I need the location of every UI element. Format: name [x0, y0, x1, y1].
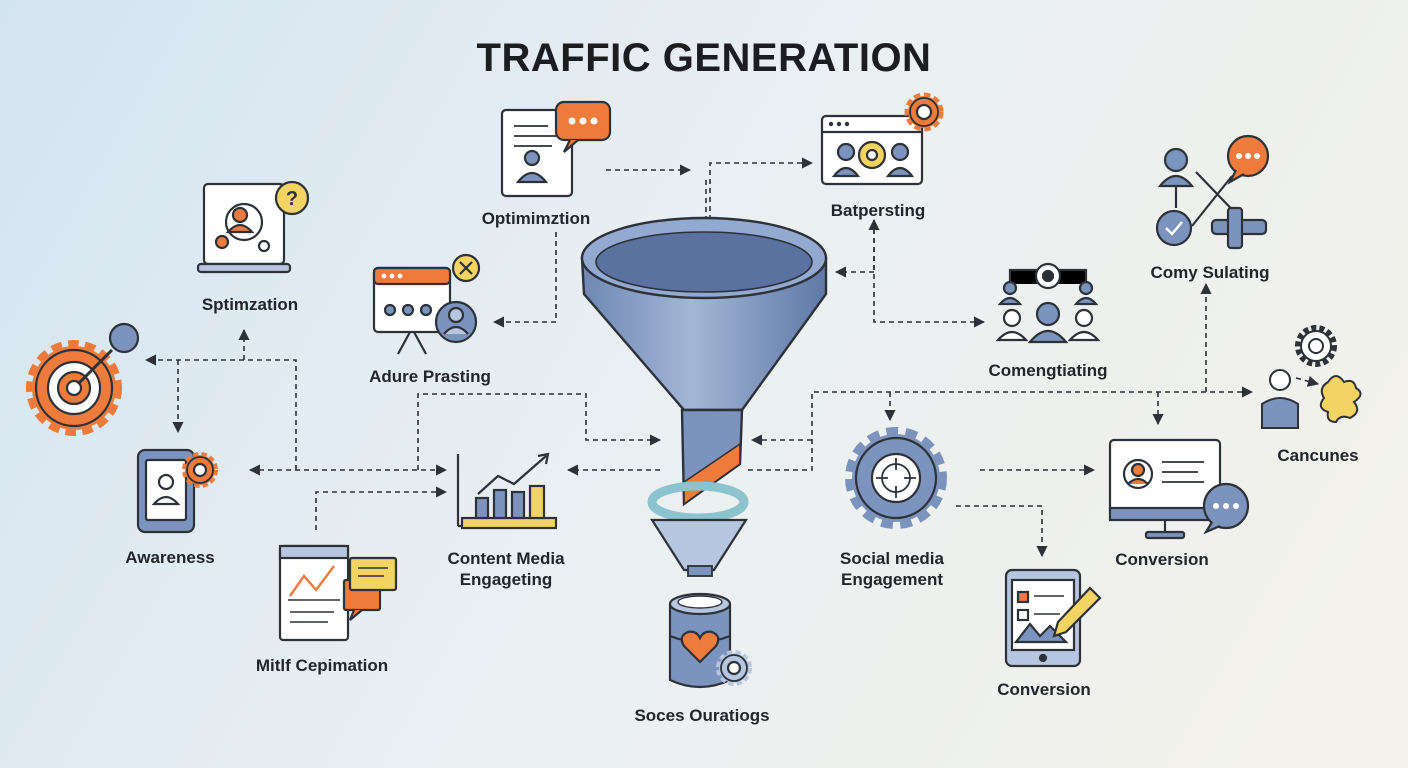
- small-funnel: [649, 518, 749, 572]
- monitor-chat-icon: [1108, 438, 1250, 540]
- connector-funnel-right: [748, 386, 1254, 471]
- svg-text:?: ?: [286, 188, 298, 210]
- target-gear-icon: [26, 322, 140, 436]
- label-conversion-bottom: Conversion: [997, 680, 1091, 699]
- tablet-gear-icon: [136, 448, 218, 534]
- connector-top-to-browser: [709, 157, 814, 220]
- report-chart-icon: [278, 544, 398, 642]
- label-content-media-line2: Engageting: [459, 570, 553, 589]
- label-batpersting: Batpersting: [830, 201, 926, 220]
- label-sptimzation: Sptimzation: [201, 295, 299, 314]
- label-conversion-right: Conversion: [1115, 550, 1209, 569]
- central-funnel: [580, 216, 828, 577]
- label-comy-sulating: Comy Sulating: [1150, 263, 1270, 282]
- label-mitlf-cepimation: Mitlf Cepimation: [255, 656, 389, 675]
- small-funnel-neck: [687, 565, 713, 577]
- network-chat-icon: [1155, 134, 1270, 250]
- funnel-ring: [647, 481, 749, 523]
- connector-doc-to-presentation: [492, 232, 557, 328]
- connector-browser-to-team: [873, 220, 986, 328]
- label-social-media-line1: Social media: [840, 549, 944, 568]
- label-content-media-line1: Content Media: [447, 549, 565, 568]
- label-adure-prasting: Adure Prasting: [369, 367, 491, 386]
- connector-report-to-chart: [315, 486, 448, 530]
- label-cancunes: Cancunes: [1277, 446, 1359, 465]
- label-awareness: Awareness: [125, 548, 215, 567]
- connector-gear-to-sptimzation: [238, 328, 297, 470]
- connector-upper-left-loop: [417, 393, 662, 470]
- connector-lines: [144, 157, 1320, 558]
- label-optimimztion: Optimimztion: [481, 209, 591, 228]
- laptop-question-icon: ?: [196, 180, 310, 274]
- presentation-board-icon: [372, 253, 481, 355]
- funnel-opening: [595, 231, 813, 293]
- database-heart-icon: [668, 592, 752, 689]
- label-comengtiating: Comengtiating: [988, 361, 1108, 380]
- bar-chart-icon: [456, 452, 558, 530]
- label-content-media: Content Media Engageting: [447, 548, 564, 590]
- label-soces-ouratiogs: Soces Ouratiogs: [634, 706, 770, 725]
- team-hierarchy-icon: [995, 262, 1101, 344]
- page-title: TRAFFIC GENERATION: [476, 36, 932, 80]
- label-social-media-line2: Engagement: [840, 570, 944, 589]
- puzzle-person-icon: [1261, 325, 1362, 429]
- connector-social-to-tablet: [956, 505, 1048, 558]
- browser-team-gear-icon: [820, 92, 944, 186]
- tablet-edit-icon: [1004, 568, 1102, 668]
- gear-target-icon: [845, 427, 947, 529]
- label-social-media: Social media Engagement: [840, 548, 944, 590]
- connector-puzzle-to-person: [1295, 375, 1320, 387]
- document-chat-icon: [500, 100, 612, 198]
